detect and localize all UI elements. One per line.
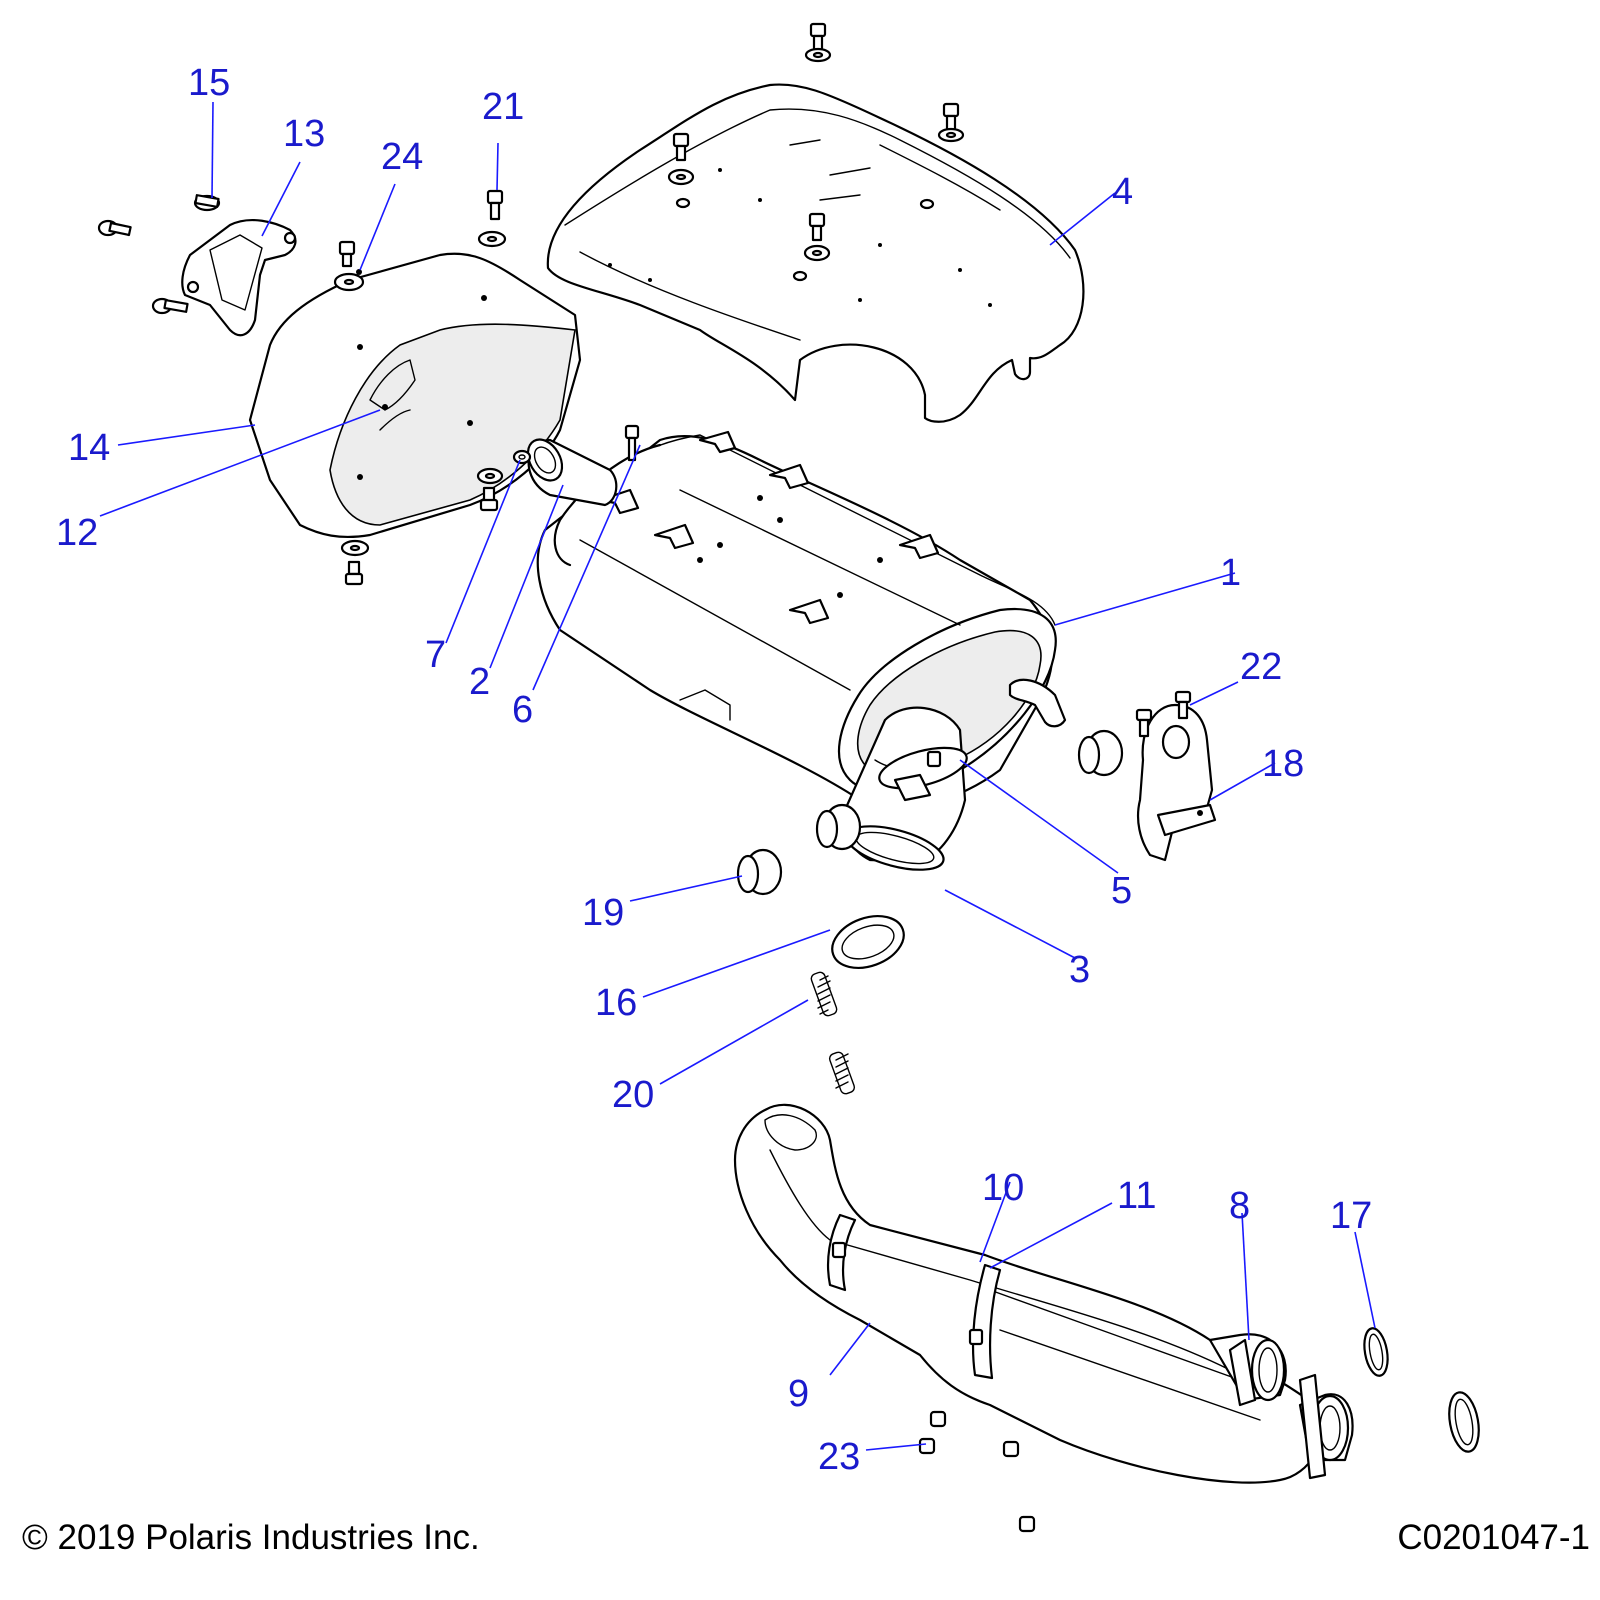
callout-4: 4 [1112,171,1133,213]
bolt [667,132,695,186]
part-13-bracket [181,218,297,337]
grommet [736,848,783,896]
callout-18: 18 [1262,743,1304,785]
callout-11: 11 [1117,1175,1156,1217]
screw [151,297,189,315]
callout-8: 8 [1229,1185,1250,1227]
part-9-head-pipe [733,1103,1354,1484]
part-20-springs [810,971,856,1095]
grommet [815,803,862,851]
callout-22: 22 [1240,646,1282,688]
callout-7: 7 [425,634,446,676]
callout-5: 5 [1111,870,1132,912]
callout-15: 15 [188,62,230,104]
callout-19: 19 [582,892,624,934]
callout-3: 3 [1069,949,1090,991]
screw [193,194,221,212]
bolt [803,212,831,262]
callout-23: 23 [818,1436,860,1478]
grommet [1077,729,1124,777]
part-6-bolt [624,424,640,462]
part-17-gaskets [1363,1327,1480,1453]
callout-12: 12 [56,512,98,554]
part-15-screws [97,194,221,315]
callout-1: 1 [1220,552,1241,594]
shield-fasteners [667,22,965,262]
callout-2: 2 [469,661,490,703]
callout-20: 20 [612,1074,654,1116]
part-7-nut [512,449,532,465]
part-23-nuts [918,1410,1036,1533]
bolt [804,22,832,63]
callout-21: 21 [482,86,524,128]
leader-lines [99,101,1376,1451]
part-14-side-heat-shield [248,252,582,539]
callout-13: 13 [283,113,325,155]
callout-10: 10 [982,1167,1024,1209]
lower-shield-fasteners [340,467,504,586]
part-21-bolts [338,189,507,268]
callout-16: 16 [595,982,637,1024]
part-2-inlet-pipe [526,438,618,507]
callout-24: 24 [381,136,423,178]
callout-17: 17 [1330,1195,1372,1237]
part-24-washer [333,272,365,292]
screw [97,219,132,237]
callout-numbers: 1 2 3 4 5 6 7 8 9 10 11 12 13 14 15 16 1… [56,62,1372,1478]
bolt [937,102,965,143]
part-19-grommets [736,729,1124,896]
callout-6: 6 [512,689,533,731]
drawing-number: C0201047-1 [1397,1518,1590,1557]
part-22-bolts [1135,690,1192,738]
copyright-notice: © 2019 Polaris Industries Inc. [22,1518,480,1557]
part-18-bracket [1136,703,1217,862]
callout-14: 14 [68,427,110,469]
part-5-clamp [878,746,968,802]
part-16-gasket [831,915,905,969]
callout-9: 9 [788,1373,809,1415]
